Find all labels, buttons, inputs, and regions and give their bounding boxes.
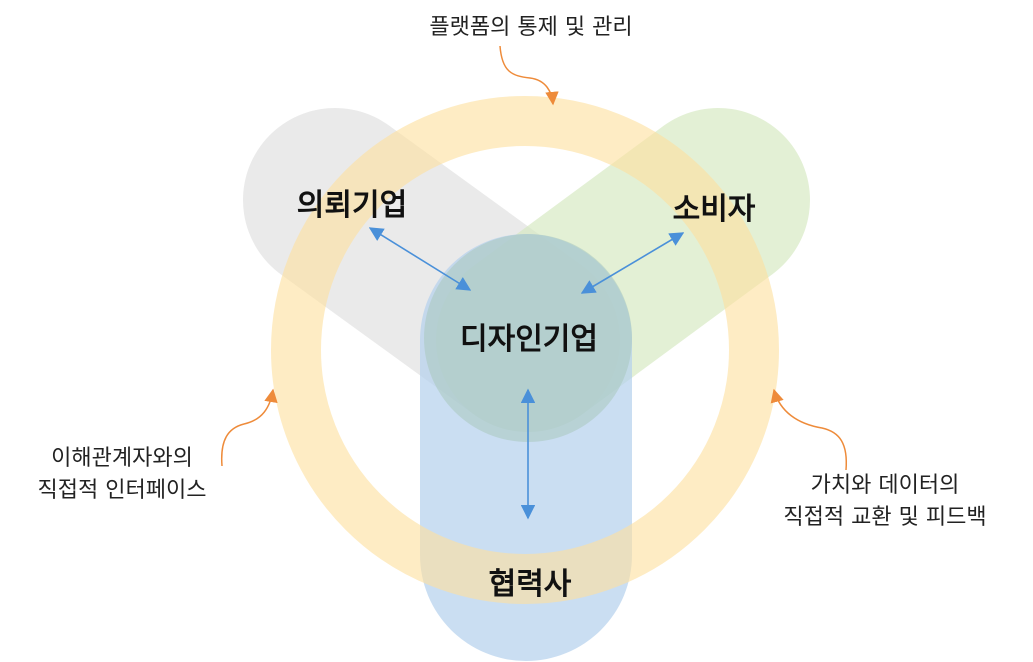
platform-ring xyxy=(271,96,779,604)
client-designer-arrow xyxy=(368,227,472,291)
left-annotation-arrow xyxy=(220,388,278,467)
right-annotation-line-1: 가치와 데이터의 xyxy=(811,473,960,498)
right-annotation-arrow xyxy=(770,388,848,471)
top-annotation: 플랫폼의 통제 및 관리 xyxy=(429,15,632,40)
consumer-designer-arrow xyxy=(580,232,685,294)
left-annotation-line-1: 이해관계자와의 xyxy=(51,446,193,471)
designer-label: 디자인기업 xyxy=(460,322,598,357)
right-annotation-line-2: 직접적 교환 및 피드백 xyxy=(783,505,986,530)
partner-label: 협력사 xyxy=(489,567,572,602)
client-label: 의뢰기업 xyxy=(297,188,407,223)
consumer-label: 소비자 xyxy=(673,192,756,227)
top-annotation-arrow xyxy=(499,45,559,106)
left-annotation-line-2: 직접적 인터페이스 xyxy=(38,478,207,503)
designer-circle xyxy=(424,234,632,442)
